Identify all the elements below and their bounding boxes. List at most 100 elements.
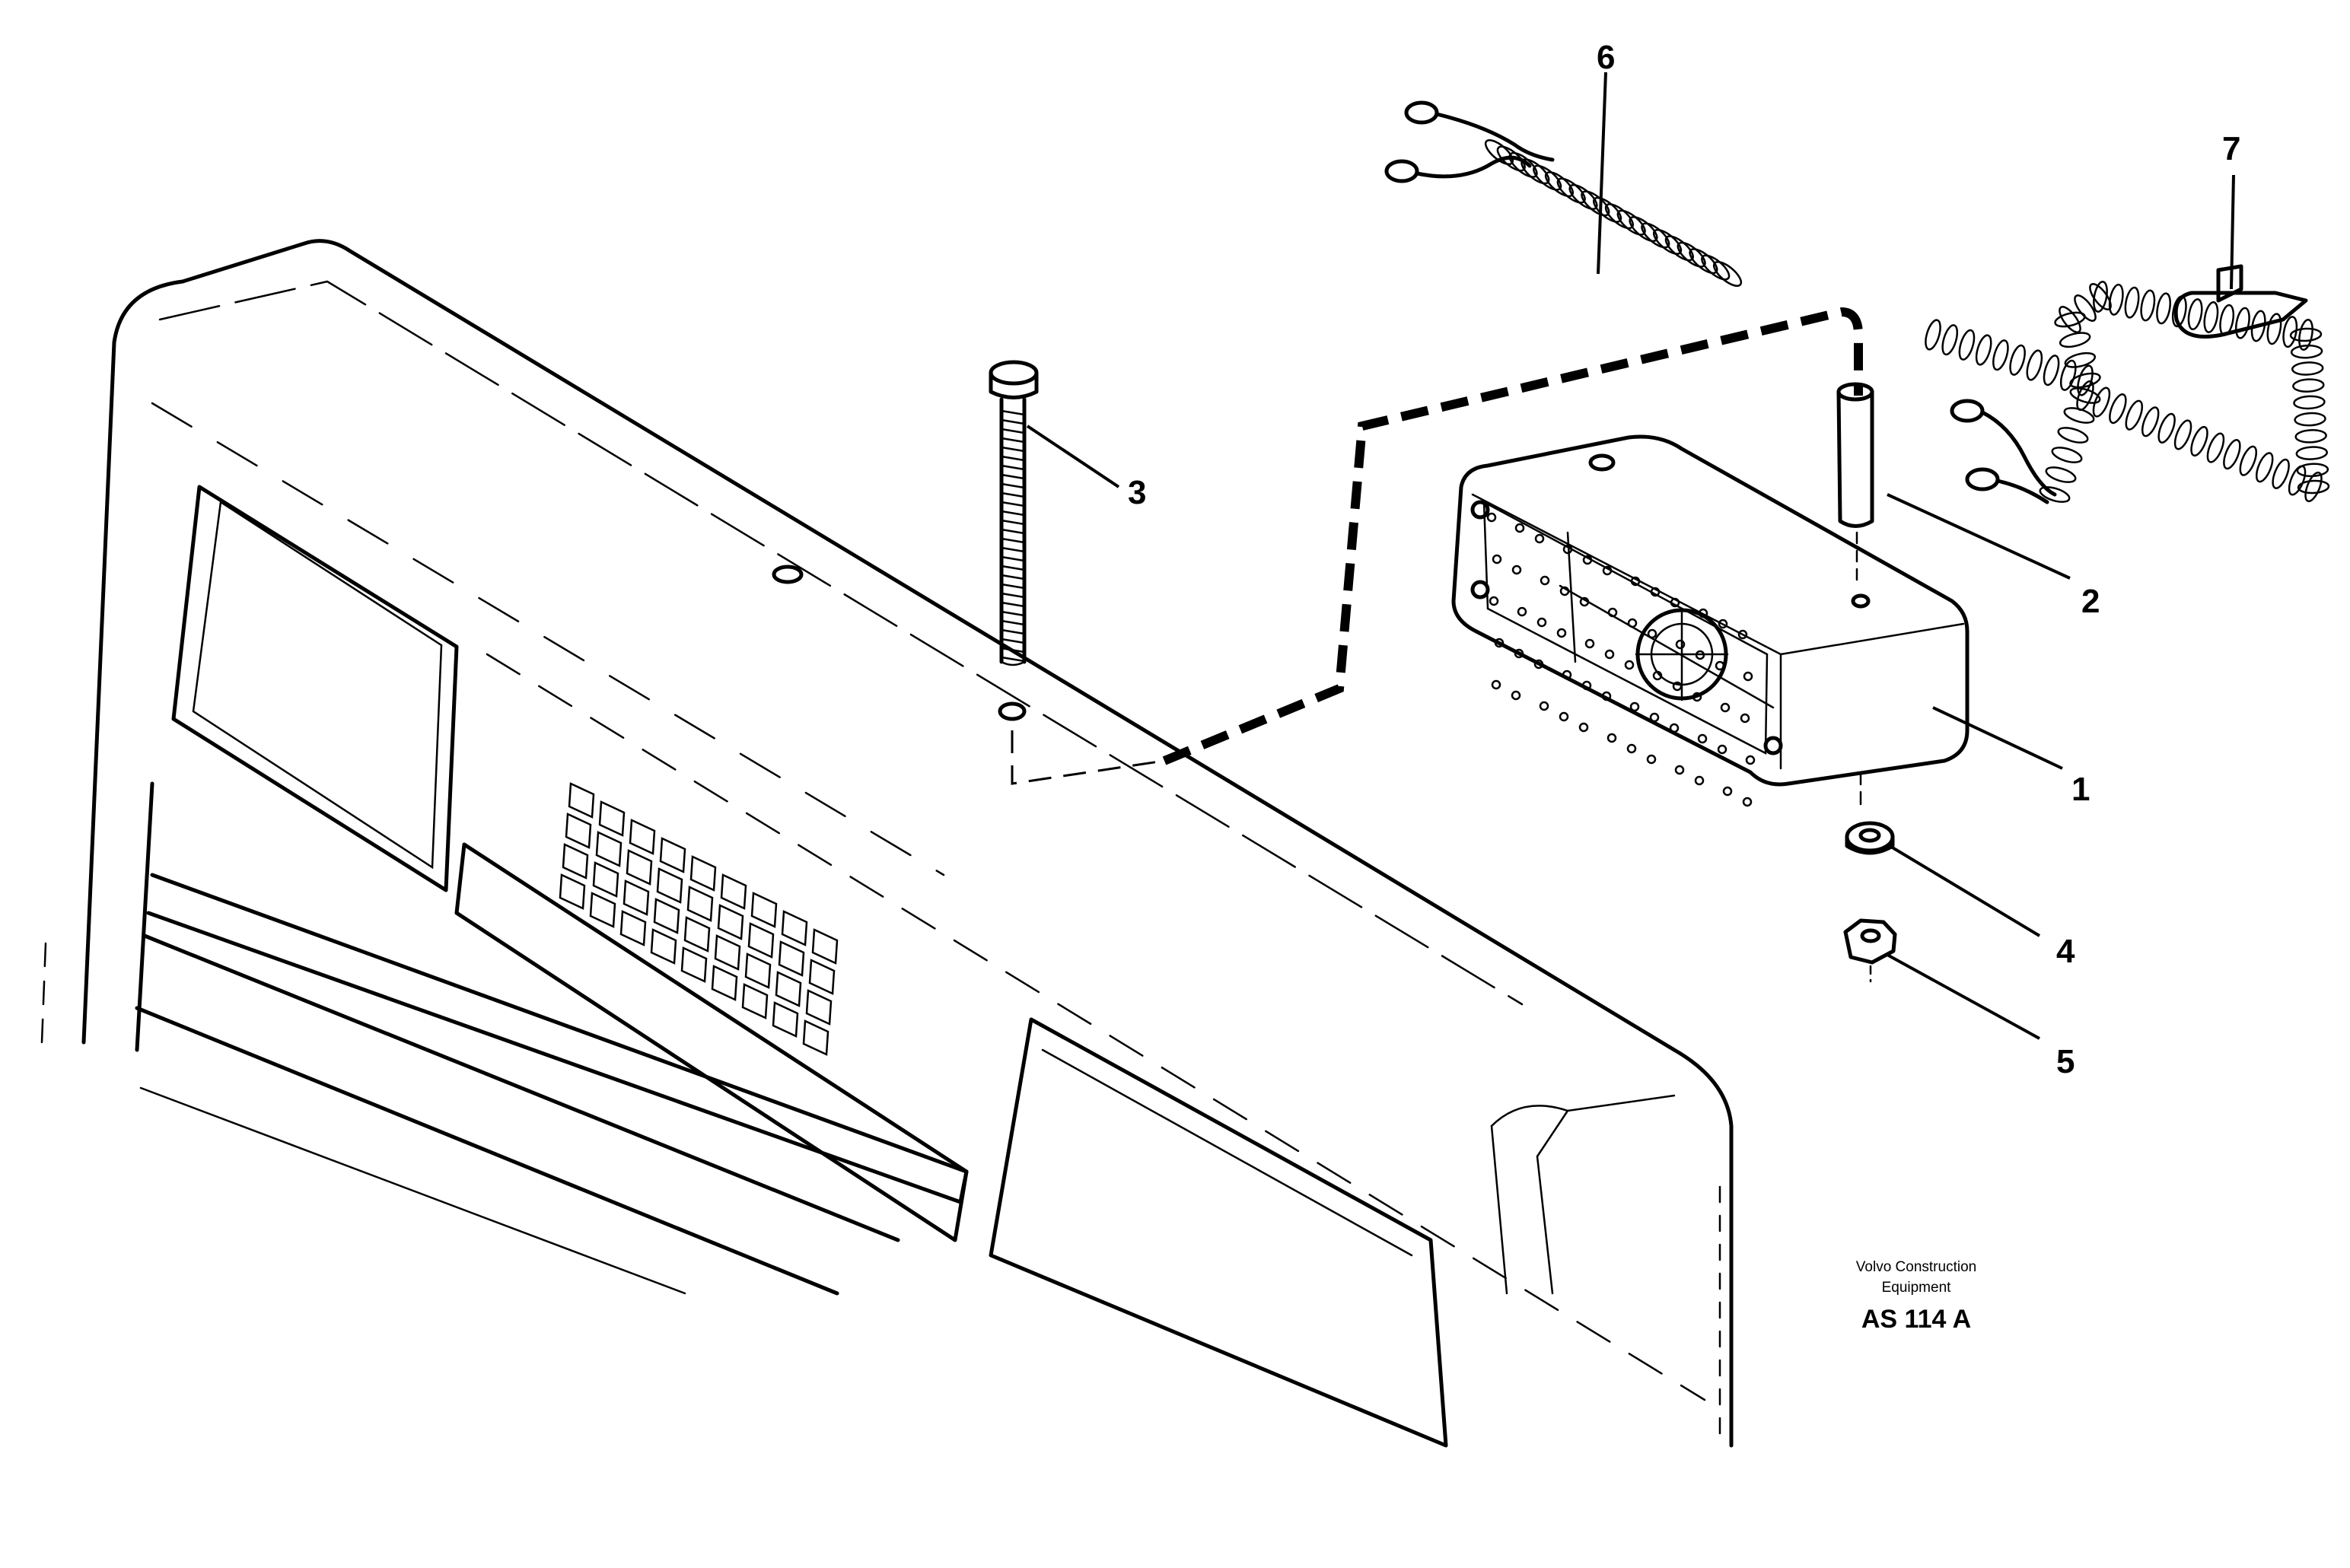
- coil-loop: [2051, 447, 2083, 463]
- ventilation-grille: [559, 782, 839, 1056]
- grille-cell: [750, 892, 778, 928]
- lens-texture-dot: [1697, 733, 1708, 744]
- callout-4: 4: [2056, 933, 2075, 970]
- roof-mount-hole: [772, 565, 804, 584]
- coil-loop: [2255, 452, 2274, 483]
- lens-texture-dot: [1672, 681, 1683, 692]
- bolt-thread-line: [1000, 647, 1026, 654]
- coil-loop: [1581, 190, 1610, 217]
- grille-cell: [626, 849, 653, 886]
- coil-loop: [2223, 439, 2241, 470]
- coil-loop: [1544, 171, 1575, 198]
- lens-texture-dot: [1559, 586, 1570, 596]
- grille-cell: [598, 800, 626, 837]
- lens-texture-dot: [1511, 565, 1522, 575]
- grille-cell: [650, 928, 677, 965]
- grille-cell: [680, 946, 708, 983]
- lens-texture-dot: [1581, 680, 1592, 691]
- grille-cell: [747, 922, 775, 959]
- coil-loop: [2069, 387, 2101, 404]
- bolt-thread-line: [1000, 473, 1026, 480]
- coil-loop: [1701, 254, 1731, 281]
- coil-loop: [2026, 349, 2043, 381]
- lens-texture-dot: [1489, 596, 1499, 606]
- coil-loop: [1689, 248, 1718, 275]
- coil-loop: [1629, 216, 1658, 243]
- coil-loop: [2039, 486, 2071, 503]
- bolt-thread-line: [1000, 437, 1026, 444]
- grille-cell: [595, 831, 623, 867]
- lens-texture-dot: [1650, 587, 1661, 597]
- lens-texture-dot: [1720, 702, 1731, 713]
- bolt-thread-line: [1000, 446, 1026, 453]
- coil-loop: [2045, 466, 2077, 483]
- lens-texture-dot: [1742, 797, 1753, 807]
- lens-texture-dot: [1647, 628, 1657, 639]
- lens-texture-dot: [1582, 555, 1593, 565]
- coil-loop: [2108, 283, 2124, 316]
- coil-loop: [2295, 446, 2329, 460]
- bolt-thread-line: [1000, 619, 1026, 626]
- coil-loop: [2043, 355, 2060, 386]
- credit-line-1: Volvo Construction: [1856, 1259, 1976, 1275]
- lens-texture-dot: [1717, 744, 1727, 755]
- middle-slot: [454, 842, 969, 1242]
- coil-loop: [2282, 316, 2298, 348]
- bolt-thread-line: [1000, 491, 1026, 498]
- bolt-thread-line: [1000, 537, 1026, 544]
- coil-loop: [1641, 222, 1670, 249]
- coil-loop: [2157, 412, 2176, 444]
- coil-loop: [1712, 261, 1743, 287]
- lens-texture-dot: [1540, 575, 1550, 586]
- callout-5: 5: [2056, 1043, 2075, 1080]
- coil-loop: [2140, 289, 2156, 322]
- bolt-thread-line: [1000, 610, 1026, 617]
- grille-cell: [711, 965, 738, 1001]
- coil-loop: [2266, 313, 2282, 345]
- cable-harness-part-6: [1384, 100, 1743, 287]
- bolt-thread-line: [1000, 565, 1026, 571]
- coil-loop: [2304, 471, 2323, 503]
- mounting-path-thin: [1011, 730, 1165, 785]
- grille-cell: [565, 813, 592, 849]
- coil-loop: [1568, 183, 1598, 210]
- coil-loop: [2206, 432, 2225, 463]
- grille-cell: [686, 886, 714, 922]
- coil-loop: [2074, 294, 2097, 322]
- coil-loop: [2203, 301, 2219, 333]
- callout-7: 7: [2222, 130, 2240, 167]
- coil-loop: [1664, 235, 1694, 262]
- lens-texture-dot: [1740, 713, 1750, 724]
- coil-loop: [2190, 425, 2208, 457]
- grille-cell: [720, 873, 747, 910]
- coil-loop: [2173, 419, 2192, 450]
- lens-texture-dot: [1695, 650, 1705, 660]
- coil-loop: [1958, 329, 1976, 361]
- grille-cell: [562, 843, 589, 879]
- grille-cell: [623, 879, 650, 916]
- lens-texture-dot: [1584, 638, 1595, 649]
- coil-loop: [2093, 281, 2108, 313]
- coil-loop: [2235, 307, 2250, 339]
- coil-loop: [1616, 209, 1646, 236]
- lens-texture-dot: [1514, 523, 1525, 533]
- grille-cell: [653, 898, 680, 934]
- bolt-thread-line: [1000, 656, 1026, 663]
- bolt-thread-line: [1000, 546, 1026, 553]
- coil-loop: [2297, 479, 2330, 495]
- lens-texture-dot: [1646, 754, 1657, 765]
- lens-texture-dot: [1602, 565, 1613, 576]
- mounting-path-thick: [1162, 307, 1863, 765]
- grille-cell: [802, 1019, 830, 1056]
- lens-texture-dot: [1578, 722, 1589, 733]
- lens-texture-dot: [1494, 638, 1505, 648]
- lens-texture-dot: [1745, 755, 1756, 765]
- lens-texture-dot: [1604, 649, 1615, 660]
- grille-cell: [629, 819, 656, 855]
- lens-texture-dot: [1715, 660, 1725, 671]
- credit-line-2: Equipment: [1882, 1280, 1952, 1296]
- grille-cell: [659, 837, 686, 873]
- lens-texture-dot: [1674, 765, 1685, 775]
- callout-6: 6: [1597, 39, 1615, 76]
- lens-texture-dot: [1675, 639, 1686, 650]
